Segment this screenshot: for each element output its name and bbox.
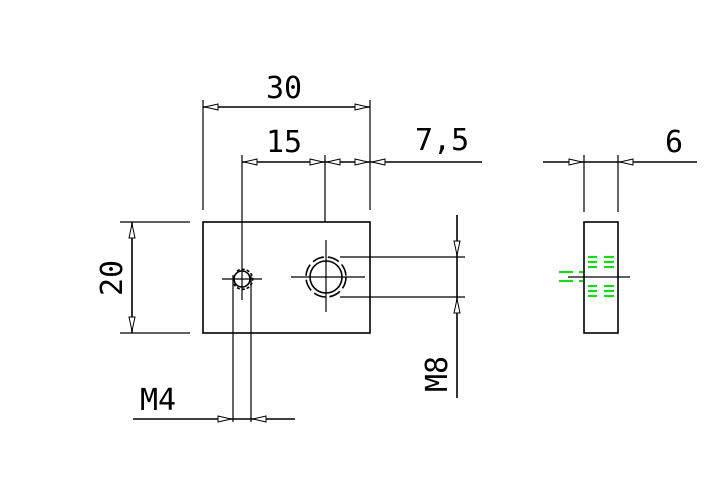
thread-hatch: [559, 255, 614, 298]
dimension-large-thread-label: M8: [420, 356, 455, 392]
dimension-edge-offset: [325, 158, 482, 166]
dimension-small-thread: [133, 415, 295, 423]
dimension-height-label: 20: [95, 260, 130, 296]
dimension-thickness: [543, 155, 697, 212]
dimension-height: [120, 221, 190, 334]
block-front-view: [202, 221, 371, 334]
large-threaded-hole: [291, 240, 465, 312]
dimension-edge-offset-label: 7,5: [415, 123, 469, 158]
dimension-large-thread: [453, 215, 461, 398]
dimension-width-label: 30: [266, 71, 302, 106]
dimension-width: [202, 100, 371, 210]
dimension-hole-spacing: [241, 155, 326, 240]
dimension-thickness-label: 6: [665, 125, 683, 160]
small-threaded-hole: [222, 240, 262, 422]
dimension-small-thread-label: M4: [140, 383, 176, 418]
dimension-hole-spacing-label: 15: [266, 125, 302, 160]
